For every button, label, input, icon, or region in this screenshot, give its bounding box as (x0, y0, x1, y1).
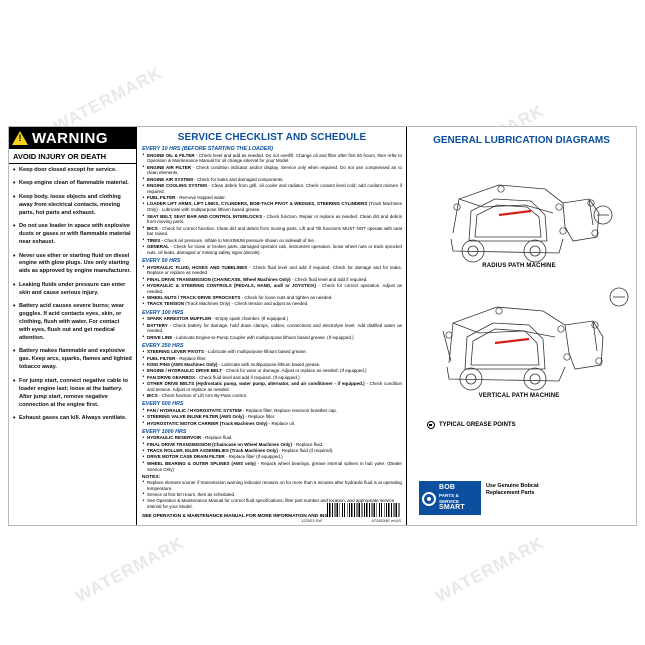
service-item: TIRES - Check air pressure. Inflate to M… (142, 237, 402, 244)
radius-path-machine-diagram (450, 184, 600, 263)
part-number-left: 122923 SW (301, 518, 322, 523)
bobcat-logo-text: BOB PARTS & SERVICE SMART (439, 484, 478, 513)
notes-list: Replace element sooner if transmission w… (142, 479, 402, 510)
vertical-path-caption: VERTICAL PATH MACHINE (478, 393, 560, 399)
service-item: HYDRAULIC FLUID, HOSES AND TUBELINES - C… (142, 264, 403, 277)
service-item: DRIVE MOTOR CASE DRAIN FILTER - Replace … (142, 454, 402, 460)
service-item: FAN DRIVE GEARBOX - Check fluid level an… (142, 374, 402, 381)
service-group-heading: EVERY 10 HRS (BEFORE STARTING THE LOADER… (142, 146, 274, 152)
service-group-heading: EVERY 250 HRS (142, 342, 184, 349)
service-note: See Operation & Maintenance Manual for c… (142, 498, 402, 510)
logo-line-1: BOB (439, 484, 456, 492)
service-item: ENGINE OIL & FILTER - Check level and ad… (142, 152, 403, 165)
warning-item-list: Keep door closed except for service. Keep… (9, 164, 136, 428)
decal-sheet: WARNING AVOID INJURY OR DEATH Keep door … (8, 126, 637, 526)
grease-point-callouts (593, 205, 629, 307)
service-item: STEERING VALVE INLINE FILTER (AWS Only) … (142, 414, 402, 420)
service-item: FUEL FILTER - Replace filter. (142, 355, 402, 362)
service-item: HYDRAULIC RESERVOIR - Replace fluid. (142, 435, 402, 441)
warning-item: Never use ether or starting fluid on die… (13, 252, 132, 277)
bobcat-logo: BOB PARTS & SERVICE SMART (419, 481, 481, 515)
service-item: SEAT BELT, SEAT BAR AND CONTROL INTERLOC… (142, 213, 403, 226)
warning-item: Battery acid causes severe burns; wear g… (13, 302, 132, 343)
service-group-heading: EVERY 100 HRS (142, 309, 184, 316)
service-item: DRIVE LINE - Lubricate Engine-to-Pump Co… (142, 334, 402, 341)
service-group-heading: EVERY 1000 HRS (142, 428, 187, 435)
warning-item: Keep door closed except for service. (13, 166, 132, 176)
service-item: LOADER LIFT ARMS, LIFT LINKS, CYLINDERS,… (142, 201, 403, 213)
grease-point-icon (427, 421, 435, 429)
grease-legend-label: TYPICAL GREASE POINTS (439, 422, 516, 428)
service-item: BICS - Check for correct function. Clean… (142, 225, 403, 238)
service-note: Replace element sooner if transmission w… (142, 479, 402, 492)
service-item: TRACK TENSION (Track Machines Only) - Ch… (142, 301, 402, 307)
warning-header: WARNING (9, 127, 136, 149)
service-item: STEERING LEVER PIVOTS - Lubricate with m… (142, 349, 402, 355)
warning-item: Keep engine clean of flammable material. (13, 179, 132, 189)
gear-icon (422, 491, 436, 506)
service-checklist-title: SERVICE CHECKLIST AND SCHEDULE (177, 132, 367, 143)
warning-triangle-icon (12, 131, 28, 145)
lubrication-panel: GENERAL LUBRICATION DIAGRAMS (407, 127, 636, 525)
service-group-heading: EVERY 500 HRS (142, 401, 184, 408)
service-item: GENERAL - Check for loose or broken part… (142, 244, 403, 256)
service-item: TRACK ROLLER, IDLER ASSEMBLIES (Track Ma… (142, 448, 402, 454)
service-item: HYDROSTATIC MOTOR CARRIER (Track Machine… (142, 420, 402, 427)
grease-legend: TYPICAL GREASE POINTS (427, 421, 516, 429)
warning-item: Exhaust gases can kill. Always ventilate… (13, 414, 132, 424)
warning-item: Do not use loader in space with explosiv… (13, 222, 132, 247)
service-item: ENGINE COOLING SYSTEM - Clean debris fro… (142, 183, 403, 195)
logo-line-2: PARTS & SERVICE (439, 492, 460, 504)
warning-item: Keep body, loose objects and clothing aw… (13, 193, 132, 218)
service-note: Service at first 50 Hours, then as sched… (142, 491, 402, 498)
service-item: FINAL DRIVE TRANSMISSION (CHAINCASE, Whe… (142, 276, 402, 283)
notes-heading: NOTES: (142, 474, 161, 480)
service-item: WHEEL BEARING & OUTER SPLINES (AWS only)… (142, 460, 403, 473)
service-item: ENGINE AIR FILTER - Check condition indi… (142, 164, 403, 177)
service-checklist-panel: SERVICE CHECKLIST AND SCHEDULE EVERY 10 … (137, 127, 407, 525)
service-item: FINAL DRIVE TRANSMISSION (Chaincase on W… (142, 441, 402, 448)
watermark: WATERMARK (432, 532, 548, 607)
service-item: FAN / HYDRAULIC / HYDROSTATIC SYSTEM - R… (142, 407, 402, 414)
warning-item: Battery makes flammable and explosive ga… (13, 347, 132, 372)
service-footer: SEE OPERATION & MAINTENANCE MANUAL FOR M… (142, 513, 357, 519)
service-item: HYDRAULIC & STEERING CONTROLS (PEDALS, H… (142, 283, 403, 295)
service-item: KING PINS (AWS Machines Only) - Lubricat… (142, 362, 402, 368)
radius-path-caption: RADIUS PATH MACHINE (482, 263, 556, 269)
service-item: FUEL FILTER - Remove trapped water. (142, 195, 402, 201)
service-item: BATTERY - Check battery for damage, hold… (142, 322, 403, 335)
service-item: ENGINE AIR SYSTEM - Check for leaks and … (142, 176, 402, 183)
warning-item: For jump start, connect negative cable t… (13, 377, 132, 410)
logo-line-3: SMART (439, 504, 465, 512)
service-item: SPARK ARRESTOR MUFFLER - Empty spark cha… (142, 316, 402, 322)
lubrication-title: GENERAL LUBRICATION DIAGRAMS (433, 135, 610, 146)
service-item: BICS - Check function of Lift Arm By-Pas… (142, 393, 402, 399)
barcode (327, 503, 401, 517)
warning-panel: WARNING AVOID INJURY OR DEATH Keep door … (9, 127, 137, 525)
part-number-right: 6734534E enUS (371, 518, 401, 523)
vertical-path-machine-diagram (442, 306, 604, 391)
service-item: WHEEL NUTS / TRACK DRIVE SPROCKETS - Che… (142, 295, 402, 301)
service-groups: EVERY 10 HRS (BEFORE STARTING THE LOADER… (142, 146, 402, 472)
service-item: ENGINE / HYDRAULIC DRIVE BELT - Check fo… (142, 368, 402, 374)
warning-title: WARNING (32, 129, 108, 147)
warning-subtitle: AVOID INJURY OR DEATH (9, 149, 136, 164)
warning-item: Leaking fluids under pressure can enter … (13, 281, 132, 298)
service-item: OTHER DRIVE BELTS (Hydrostatic pump, wat… (142, 381, 403, 393)
bobcat-parts-service-block: BOB PARTS & SERVICE SMART Use Genuine Bo… (419, 481, 539, 515)
service-group-heading: EVERY 50 HRS (142, 258, 181, 265)
watermark: WATERMARK (72, 532, 188, 607)
